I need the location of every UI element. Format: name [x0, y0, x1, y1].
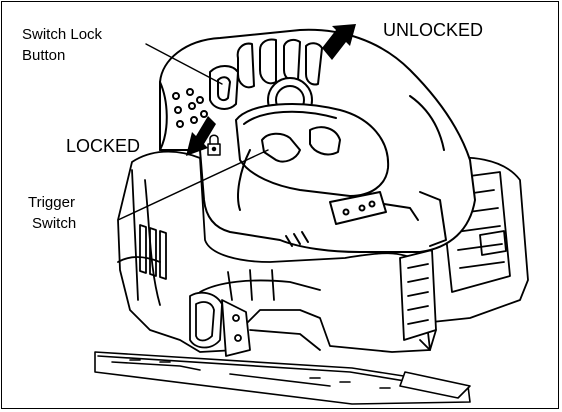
- switch-lock-label: Switch Lock Button: [22, 24, 102, 66]
- trigger-switch-label-line2: Switch: [32, 215, 77, 232]
- trigger-switch-label-line1: Trigger: [28, 194, 75, 211]
- locked-label: LOCKED: [66, 136, 141, 156]
- unlocked-label: UNLOCKED: [383, 20, 484, 40]
- lower-housing: [117, 150, 431, 357]
- switch-lock-label-line1: Switch Lock: [22, 26, 103, 43]
- trigger-leader: [117, 149, 269, 221]
- unlocked-arrow-icon: [322, 24, 356, 60]
- switch-lock-label-line2: Button: [22, 47, 66, 64]
- arrow-icon: [186, 24, 356, 156]
- switch-lock-leader: [145, 43, 223, 85]
- padlock-icon: [207, 134, 221, 156]
- trigger-switch-label: Trigger Switch: [28, 192, 76, 234]
- handle-body: [159, 28, 476, 253]
- locked-arrow-icon: [186, 116, 216, 156]
- base-plate: [94, 351, 471, 405]
- leader-lines: [117, 43, 269, 221]
